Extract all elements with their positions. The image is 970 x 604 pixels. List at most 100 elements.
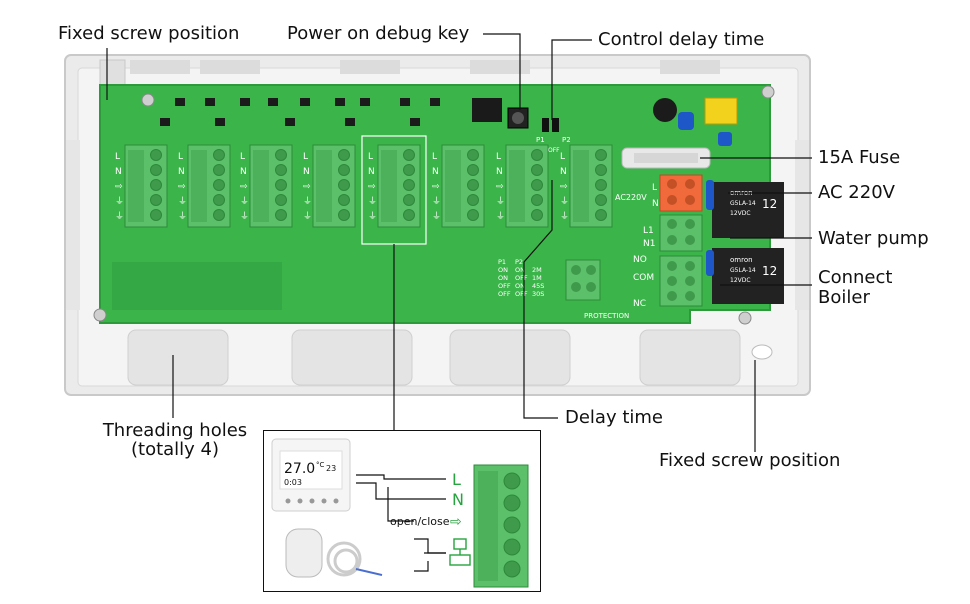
terminal-screw xyxy=(213,164,225,176)
zone-terminal-block[interactable]: LN⇨⏚⏚ xyxy=(496,144,549,228)
terminal-pin-label: L xyxy=(432,152,437,162)
terminal-pin-label: ⏚ xyxy=(115,196,124,207)
label-power-debug-key: Power on debug key xyxy=(287,23,470,44)
inset-terminal-block[interactable] xyxy=(473,464,529,588)
zone-terminal-block[interactable]: LN⇨⏚⏚ xyxy=(115,144,168,228)
zone-terminal-block[interactable]: LN⇨⏚⏚ xyxy=(240,144,293,228)
terminal-pin-label: ⏚ xyxy=(240,211,249,222)
label-threading-holes-2: (totally 4) xyxy=(130,439,220,460)
terminal-pin-label: ⏚ xyxy=(368,196,377,207)
terminal-pin-label: N xyxy=(560,167,567,177)
terminal-screw xyxy=(213,149,225,161)
thermostat-temp: 27.0 xyxy=(284,461,315,477)
terminal-pin-label: N xyxy=(496,167,503,177)
actuator xyxy=(285,528,383,578)
terminal-pin-label: L xyxy=(178,152,183,162)
protection-terminal[interactable] xyxy=(565,259,601,301)
delay-table-cell: 1M xyxy=(532,274,542,282)
inset-n-text: N xyxy=(452,490,464,509)
terminal-screw xyxy=(275,164,287,176)
threading-hole xyxy=(291,329,413,386)
terminal-pin-label: L xyxy=(560,152,565,162)
delay-table-cell: ON xyxy=(498,266,508,274)
svg-text:G5LA-14: G5LA-14 xyxy=(730,200,756,207)
terminal-screw xyxy=(275,149,287,161)
terminal-screw xyxy=(531,179,543,191)
pcb-com-text: COM xyxy=(633,273,654,283)
terminal-screw xyxy=(150,179,162,191)
actuator-symbol-icon xyxy=(449,538,471,566)
zone-terminal-block[interactable]: LN⇨⏚⏚ xyxy=(560,144,613,228)
svg-text:12: 12 xyxy=(762,197,777,211)
terminal-pin-label: ⇨ xyxy=(303,182,311,192)
label-water-pump: Water pump xyxy=(818,228,929,249)
label-threading-holes-1: Threading holes xyxy=(102,420,248,441)
terminal-screw xyxy=(531,209,543,221)
terminal-pin-label: ⏚ xyxy=(240,196,249,207)
terminal-screw xyxy=(595,194,607,206)
dip-off-text: OFF xyxy=(548,147,560,154)
relay: omron G5LA-14 12 12VDC xyxy=(712,182,784,238)
terminal-pin-label: ⏚ xyxy=(303,196,312,207)
terminal-screw xyxy=(403,164,415,176)
terminal-screw xyxy=(531,164,543,176)
terminal-pin-label: N xyxy=(240,167,247,177)
pcb: P1 P2 OFF AC220V omron G5LA-14 12 12VDC … xyxy=(93,84,784,325)
terminal-screw xyxy=(338,179,350,191)
svg-text:12: 12 xyxy=(762,264,777,278)
terminal-screw xyxy=(403,179,415,191)
terminal-screw xyxy=(275,194,287,206)
delay-table-cell: OFF xyxy=(515,290,528,298)
terminal-screw xyxy=(467,209,479,221)
dip-p2-text: P2 xyxy=(562,136,571,144)
delay-table-cell: P2 xyxy=(515,258,523,266)
terminal-screw xyxy=(467,194,479,206)
terminal-pin-label: ⏚ xyxy=(560,211,569,222)
water-pump-terminal[interactable] xyxy=(659,214,703,252)
pcb-l-text: L xyxy=(652,183,657,193)
zone-terminal-block[interactable]: LN⇨⏚⏚ xyxy=(303,144,356,228)
terminal-screw xyxy=(338,194,350,206)
terminal-pin-label: L xyxy=(115,152,120,162)
dip-p1-text: P1 xyxy=(536,136,545,144)
svg-text:G5LA-14: G5LA-14 xyxy=(730,267,756,274)
terminal-screw xyxy=(467,179,479,191)
label-fixed-screw-bottom: Fixed screw position xyxy=(659,450,841,471)
pcb-n-text: N xyxy=(652,199,659,209)
terminal-pin-label: ⏚ xyxy=(178,196,187,207)
terminal-pin-label: ⇨ xyxy=(115,182,123,192)
dip-switch[interactable] xyxy=(552,118,559,132)
zone-terminal-block[interactable]: LN⇨⏚⏚ xyxy=(432,144,485,228)
threading-hole xyxy=(127,329,229,386)
inset-open-close-text: open/close xyxy=(390,515,450,528)
terminal-screw xyxy=(595,179,607,191)
terminal-screw xyxy=(338,164,350,176)
terminal-screw xyxy=(403,194,415,206)
boiler-terminal[interactable] xyxy=(659,255,703,307)
label-fixed-screw-top: Fixed screw position xyxy=(58,23,240,44)
zone-terminal-block[interactable]: LN⇨⏚⏚ xyxy=(178,144,231,228)
threading-hole xyxy=(639,329,741,386)
delay-table-cell: ON xyxy=(515,266,525,274)
ac220v-text: AC220V xyxy=(615,193,647,202)
zone-terminal-block[interactable]: LN⇨⏚⏚ xyxy=(368,144,421,228)
label-delay-time: Delay time xyxy=(565,407,664,428)
ac220v-terminal[interactable] xyxy=(659,174,703,212)
terminal-screw xyxy=(338,209,350,221)
terminal-pin-label: N xyxy=(115,167,122,177)
thermostat: 27.0 °C 23 0:03 xyxy=(271,438,351,512)
wiring-inset-drawing: 27.0 °C 23 0:03 L N open/close ⇨ xyxy=(271,438,529,588)
terminal-pin-label: L xyxy=(496,152,501,162)
delay-table-cell: OFF xyxy=(498,282,511,290)
terminal-pin-label: ⏚ xyxy=(496,196,505,207)
terminal-screw xyxy=(403,149,415,161)
delay-table-cell: 30S xyxy=(532,290,544,298)
inset-l-text: L xyxy=(452,470,461,489)
terminal-screw xyxy=(531,149,543,161)
dip-switch[interactable] xyxy=(542,118,549,132)
terminal-pin-label: ⇨ xyxy=(560,182,568,192)
label-ac220v: AC 220V xyxy=(818,182,895,203)
terminal-screw xyxy=(275,179,287,191)
terminal-pin-label: ⏚ xyxy=(432,211,441,222)
